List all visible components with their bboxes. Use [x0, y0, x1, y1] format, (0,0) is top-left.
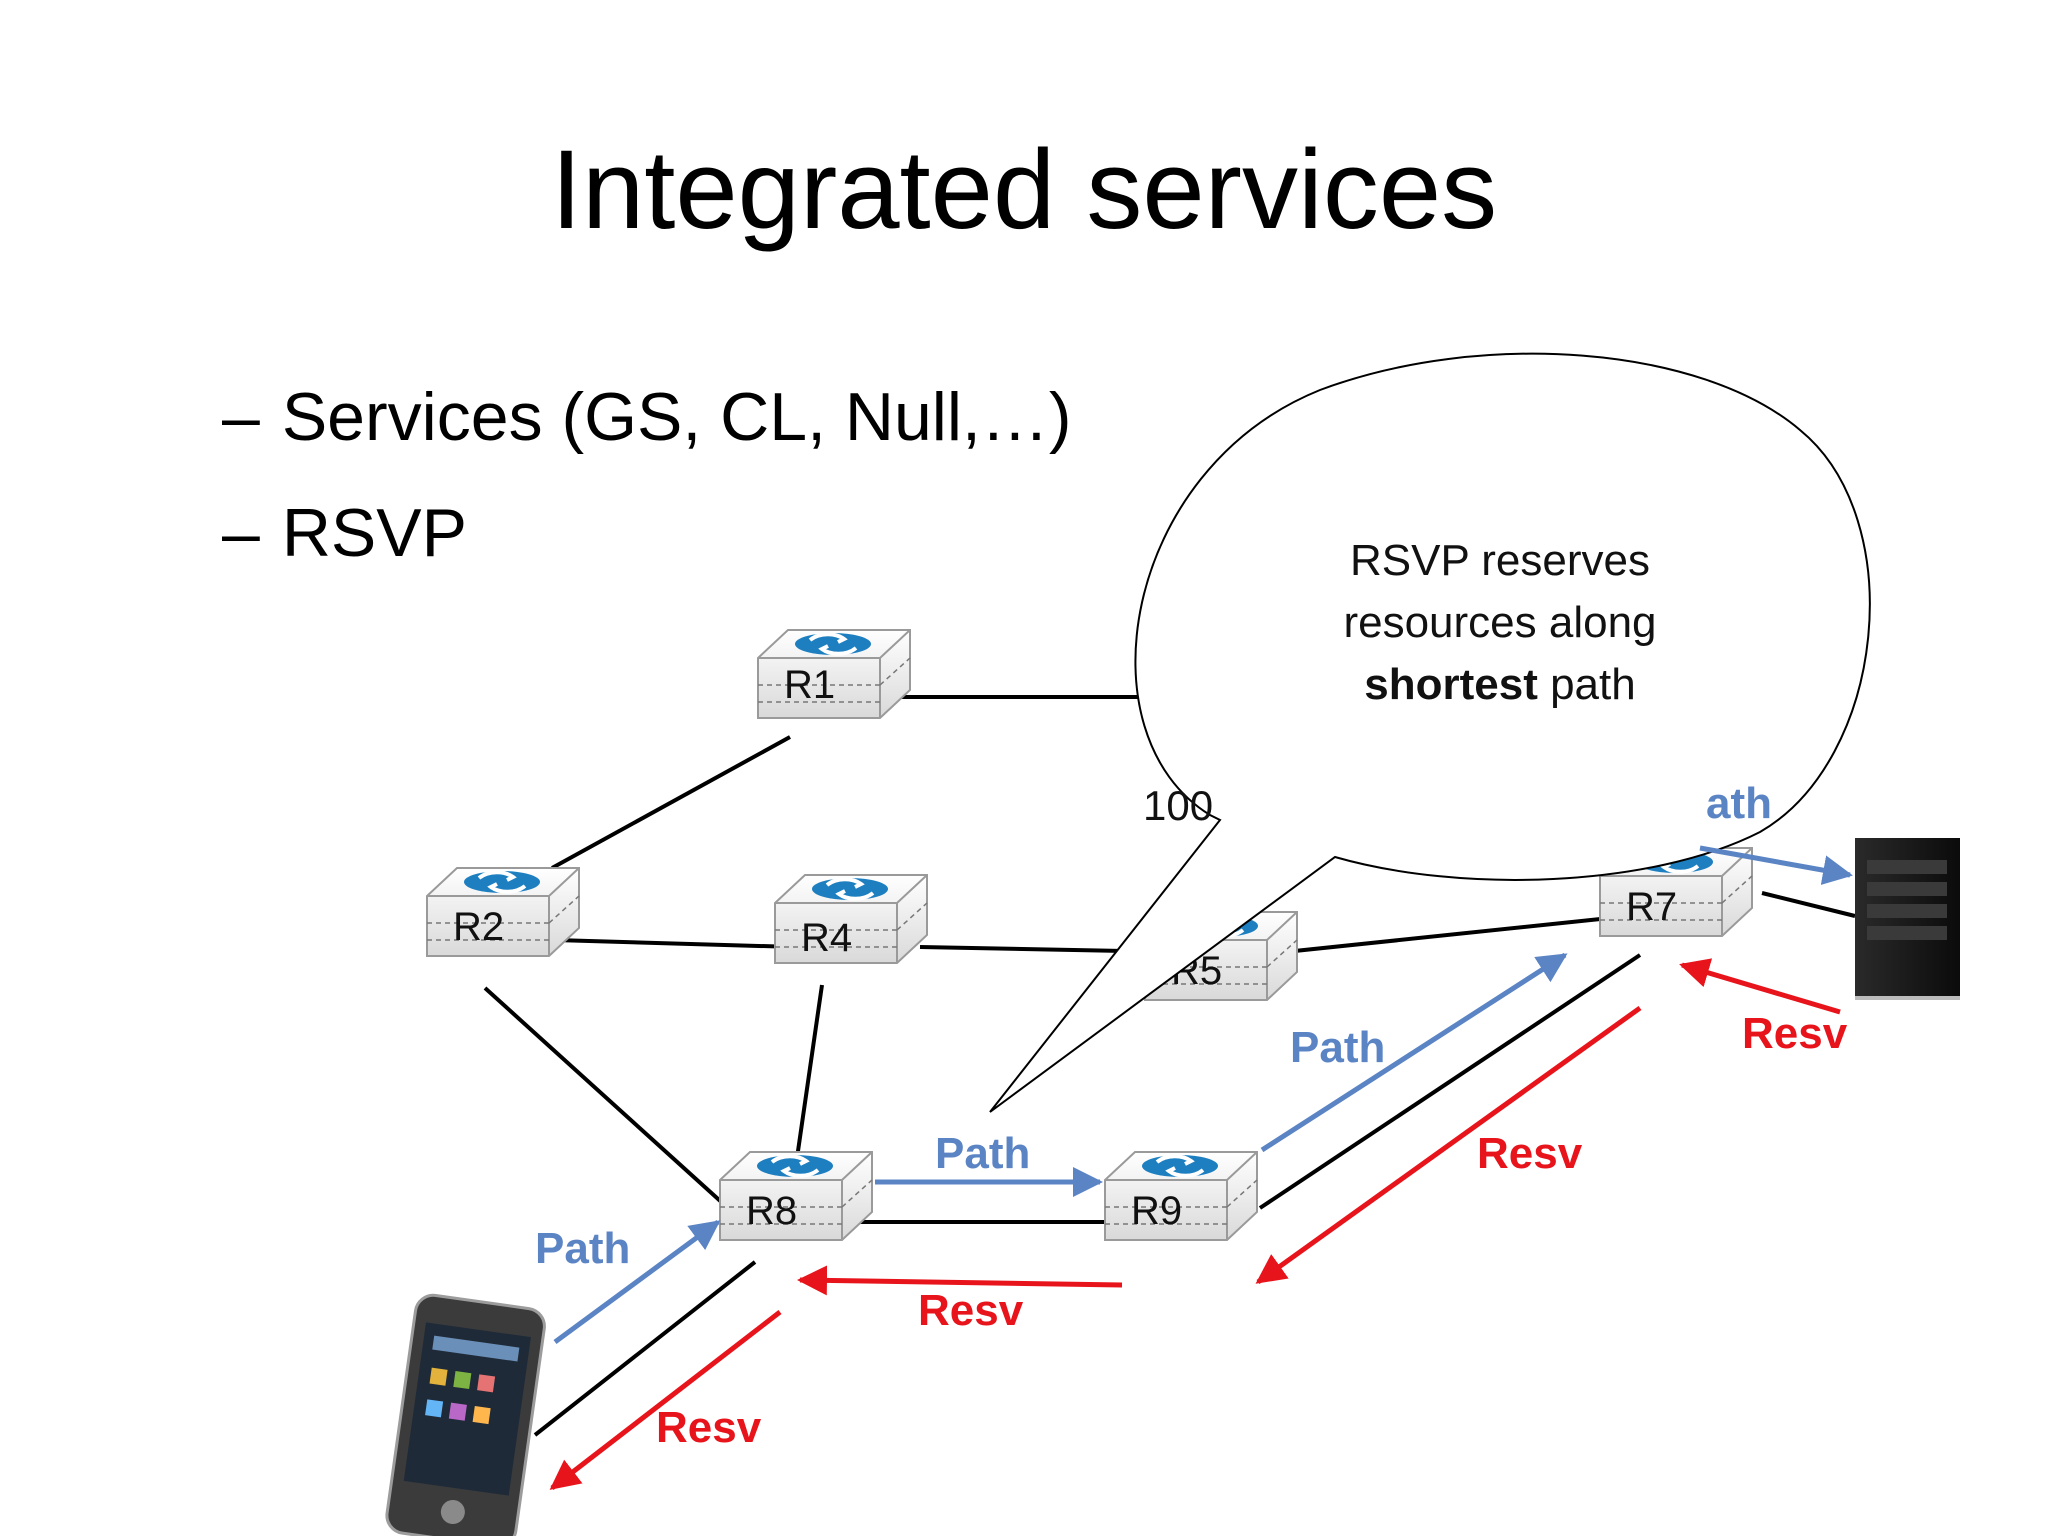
callout-line: RSVP reserves — [1350, 536, 1650, 585]
link-r2-r8 — [483, 986, 730, 1210]
smartphone-icon — [385, 1293, 546, 1536]
resv-arrow-r9-r8 — [797, 1265, 1123, 1296]
path-label: Path — [935, 1129, 1030, 1178]
callout-line-end: path — [1537, 660, 1636, 709]
resv-label: Resv — [656, 1403, 762, 1452]
callout-line: resources along — [1343, 598, 1657, 647]
link-r2-r4 — [554, 938, 796, 949]
callout-bubble — [989, 352, 1871, 1113]
router-label: R8 — [746, 1189, 797, 1233]
callout-emphasis: shortest — [1364, 660, 1538, 709]
link-weight-label: 100 — [1143, 782, 1213, 829]
network-links — [483, 695, 1856, 1437]
router-r7: R7 — [1598, 846, 1754, 938]
callout-text: RSVP reserves resources along shortest p… — [1290, 530, 1710, 716]
bullet-dash: – — [222, 495, 260, 571]
path-arrow-r7-server — [1699, 845, 1853, 885]
router-label: R1 — [784, 663, 835, 707]
path-arrows — [553, 845, 1853, 1345]
bullet-services: –Services (GS, CL, Null,…) — [222, 378, 1072, 456]
resv-arrow-server-r7 — [1679, 958, 1841, 1015]
path-arrow-phone-r8 — [553, 1219, 721, 1345]
router-r4: R4 — [773, 873, 929, 965]
path-label: Path — [1290, 1023, 1385, 1072]
router-label: R4 — [801, 916, 852, 960]
resv-arrows — [549, 958, 1841, 1490]
link-r5-r7 — [1284, 916, 1611, 954]
resv-arrow-r7-r9 — [1255, 1005, 1642, 1285]
router-label: R2 — [453, 905, 504, 949]
link-phone-r8 — [533, 1260, 757, 1437]
path-label-partial: ath — [1706, 779, 1772, 828]
resv-label: Resv — [1477, 1129, 1583, 1178]
router-r1: R1 — [756, 628, 912, 720]
router-r2: R2 — [425, 866, 581, 958]
link-r7-server — [1761, 891, 1856, 918]
server-icon — [1855, 838, 1960, 1000]
resv-arrow-r8-phone — [549, 1310, 782, 1490]
bullet-rsvp: –RSVP — [222, 494, 467, 572]
resv-label: Resv — [1742, 1009, 1848, 1058]
link-r1-r2 — [551, 735, 791, 870]
bullet-text: Services (GS, CL, Null,…) — [281, 379, 1072, 455]
link-r9-r7 — [1258, 953, 1642, 1210]
bullet-text: RSVP — [281, 495, 468, 571]
path-label: Path — [535, 1224, 630, 1273]
router-label: R7 — [1626, 885, 1677, 929]
resv-label: Resv — [918, 1286, 1024, 1335]
callout-line: shortest path — [1290, 654, 1710, 716]
bullet-dash: – — [222, 379, 260, 455]
link-r4-r8 — [795, 984, 824, 1159]
router-r9: R9 — [1103, 1150, 1259, 1242]
router-r8: R8 — [718, 1150, 874, 1242]
router-label: R9 — [1131, 1189, 1182, 1233]
slide-title: Integrated services — [550, 127, 1498, 252]
path-arrow-r9-r7 — [1260, 952, 1568, 1153]
